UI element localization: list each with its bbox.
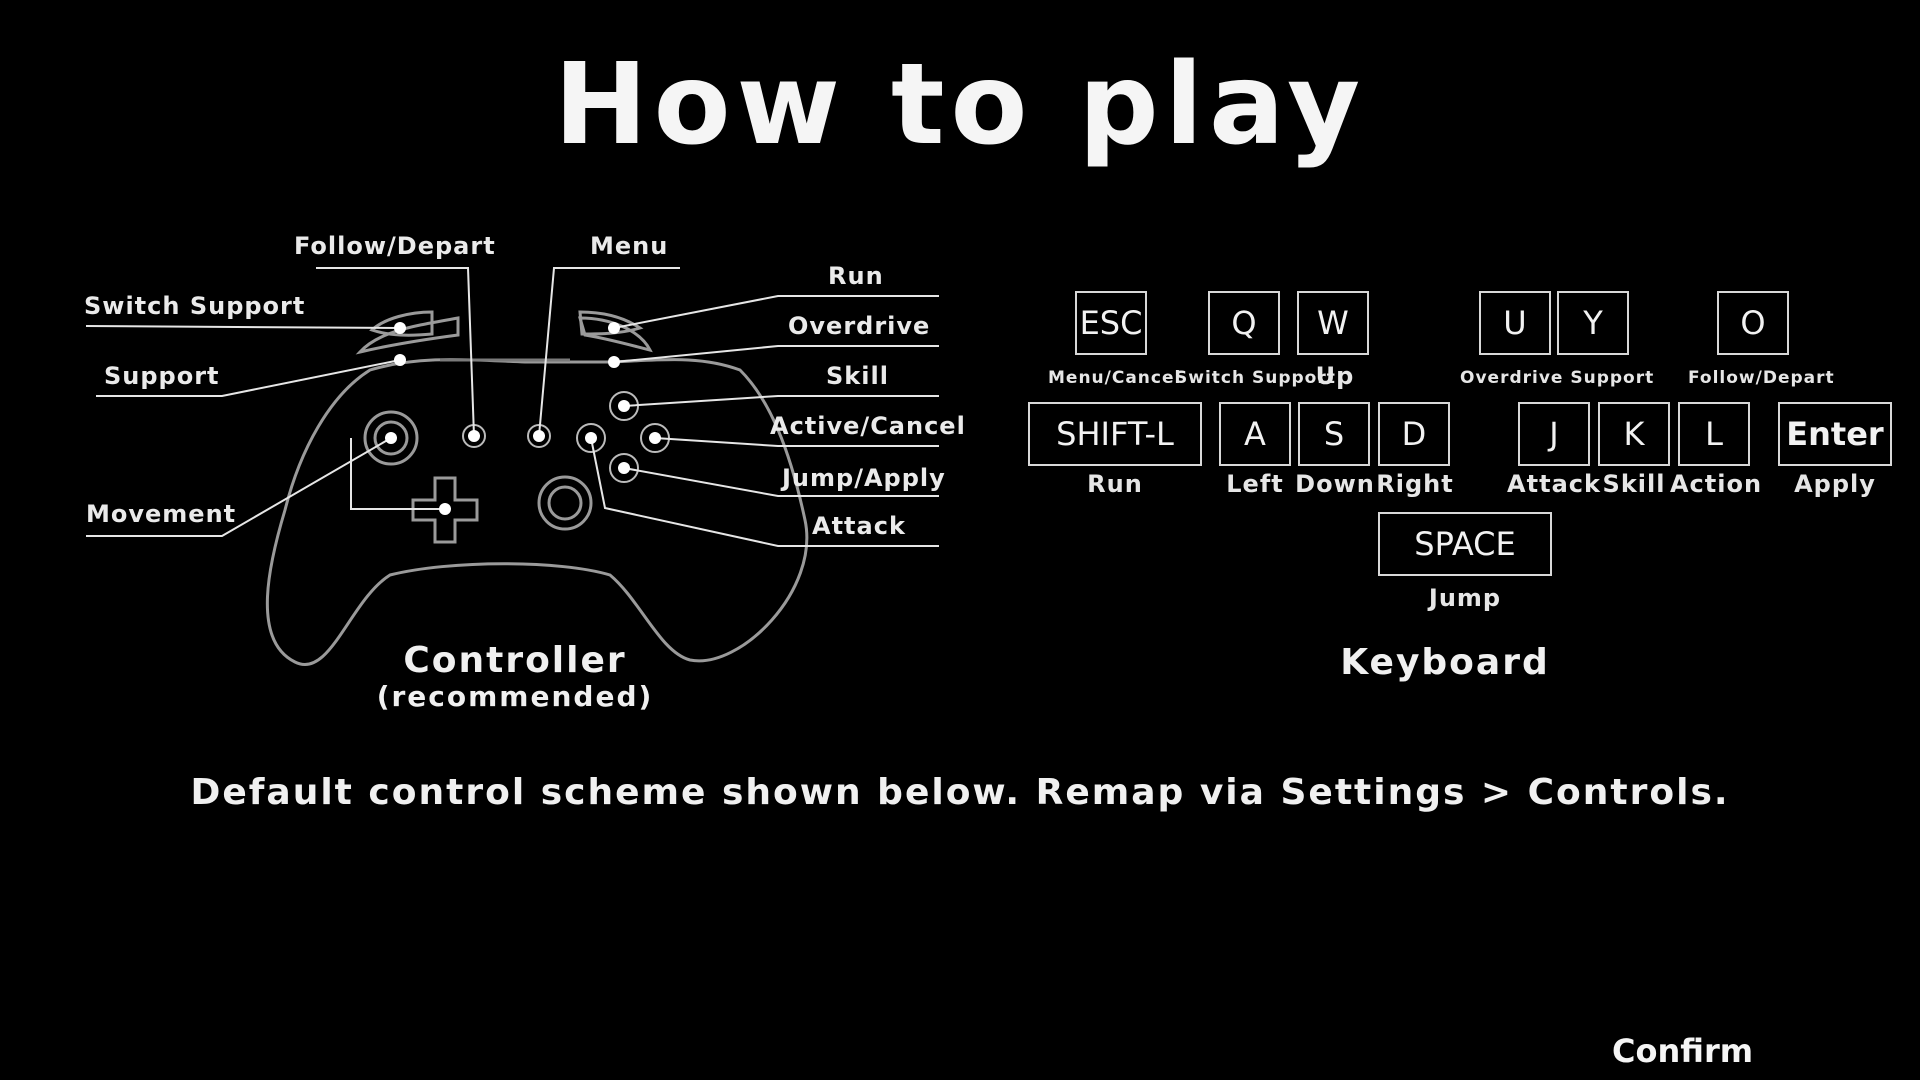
label-movement: Movement: [86, 500, 237, 528]
label-attack: Attack: [812, 512, 906, 540]
label-key-enter: Apply: [1794, 470, 1876, 498]
label-follow-depart: Follow/Depart: [294, 232, 496, 260]
key-d: D: [1378, 402, 1450, 466]
left-stick-outline: [363, 410, 419, 466]
key-esc: ESC: [1075, 291, 1147, 355]
label-menu: Menu: [590, 232, 669, 260]
label-key-shift: Run: [1087, 470, 1143, 498]
label-key-d: Right: [1376, 470, 1454, 498]
key-enter: Enter: [1778, 402, 1892, 466]
label-active-cancel: Active/Cancel: [770, 412, 966, 440]
label-run: Run: [828, 262, 884, 290]
label-key-q: Switch Support: [1175, 368, 1336, 388]
controller-heading: Controller: [403, 640, 627, 681]
page-title: How to play: [553, 40, 1367, 170]
key-l: L: [1678, 402, 1750, 466]
label-key-a: Left: [1226, 470, 1284, 498]
label-jump-apply: Jump/Apply: [782, 464, 946, 492]
label-key-s: Down: [1295, 470, 1375, 498]
label-overdrive: Overdrive: [788, 312, 931, 340]
controller-subheading: (recommended): [376, 680, 654, 713]
key-y: Y: [1557, 291, 1629, 355]
left-bumper-outline: [355, 316, 460, 355]
key-q: Q: [1208, 291, 1280, 355]
key-k: K: [1598, 402, 1670, 466]
label-key-l: Action: [1669, 470, 1763, 498]
label-key-esc: Menu/Cancel: [1048, 368, 1182, 388]
label-key-space: Jump: [1428, 584, 1502, 612]
label-key-o: Follow/Depart: [1688, 368, 1835, 388]
confirm-button[interactable]: Confirm: [1612, 1032, 1754, 1070]
key-shift-l: SHIFT-L: [1028, 402, 1202, 466]
label-key-j: Attack: [1507, 470, 1601, 498]
label-key-k: Skill: [1602, 470, 1666, 498]
label-key-uy: Overdrive Support: [1460, 368, 1655, 388]
dpad-outline: [411, 476, 479, 544]
control-scheme-note: Default control scheme shown below. Rema…: [190, 772, 1730, 813]
key-o: O: [1717, 291, 1789, 355]
key-s: S: [1298, 402, 1370, 466]
key-j: J: [1518, 402, 1590, 466]
key-a: A: [1219, 402, 1291, 466]
label-switch-support: Switch Support: [84, 292, 306, 320]
label-skill: Skill: [826, 362, 889, 390]
right-trigger-outline: [578, 310, 644, 336]
left-trigger-outline: [369, 310, 434, 337]
controller-body-outline: [265, 358, 809, 666]
right-stick-outline: [537, 475, 593, 531]
right-bumper-outline: [577, 316, 653, 353]
label-key-w: Up: [1315, 362, 1355, 390]
keyboard-heading: Keyboard: [1340, 642, 1550, 683]
label-support: Support: [104, 362, 220, 390]
key-space: SPACE: [1378, 512, 1552, 576]
key-u: U: [1479, 291, 1551, 355]
key-w: W: [1297, 291, 1369, 355]
